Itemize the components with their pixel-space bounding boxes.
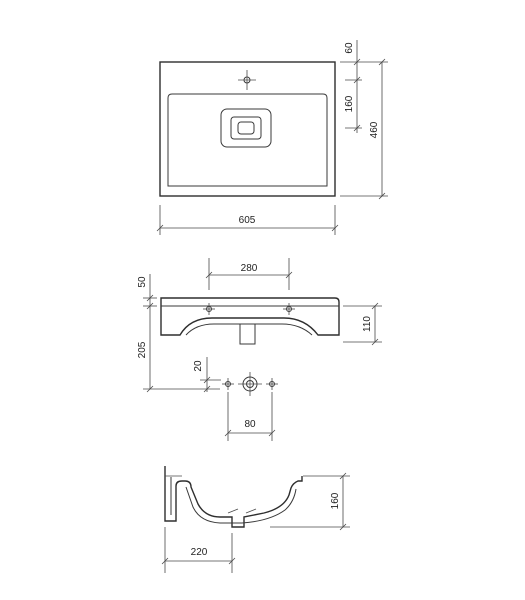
tap-hole-icon [238,70,256,90]
dim-right-top-view: 60 160 460 [340,40,388,200]
dim-160-section: 160 [270,472,350,531]
top-view: 605 60 160 460 [156,40,388,235]
drain-icon [220,108,272,148]
waste-connection-icon [238,372,262,396]
dim-label-20: 20 [193,360,204,372]
section-profile [164,466,303,528]
dim-label-205: 205 [137,341,148,358]
front-view: 280 50 205 110 [137,258,382,441]
dim-label-160-section: 160 [330,492,341,509]
mount-hole-left-icon [222,378,234,390]
mount-hole-right-icon [266,378,278,390]
dim-label-280: 280 [241,263,258,274]
dim-20: 20 [193,357,221,393]
dim-label-50: 50 [137,276,148,288]
dim-605: 605 [156,205,339,235]
dim-label-160-top: 160 [344,95,355,112]
front-view-outline [160,297,340,336]
dim-label-220: 220 [191,547,208,558]
front-drain-spigot [239,324,256,345]
dim-label-60: 60 [344,42,355,54]
section-view: 160 220 [161,466,350,573]
front-tap-hole-left-icon [203,303,215,315]
dim-80: 80 [224,392,276,441]
top-view-outline [159,61,336,197]
dim-280: 280 [205,258,293,290]
front-tap-hole-right-icon [283,303,295,315]
dim-left-front-view: 50 205 [137,274,220,393]
dim-label-110: 110 [362,316,373,332]
dim-label-460: 460 [369,121,380,138]
dim-label-80: 80 [244,419,256,430]
section-inner-profile [170,477,297,524]
dim-220: 220 [161,527,236,573]
dim-label-605: 605 [239,215,256,226]
dim-110: 110 [343,302,382,346]
top-view-bowl [167,93,328,187]
